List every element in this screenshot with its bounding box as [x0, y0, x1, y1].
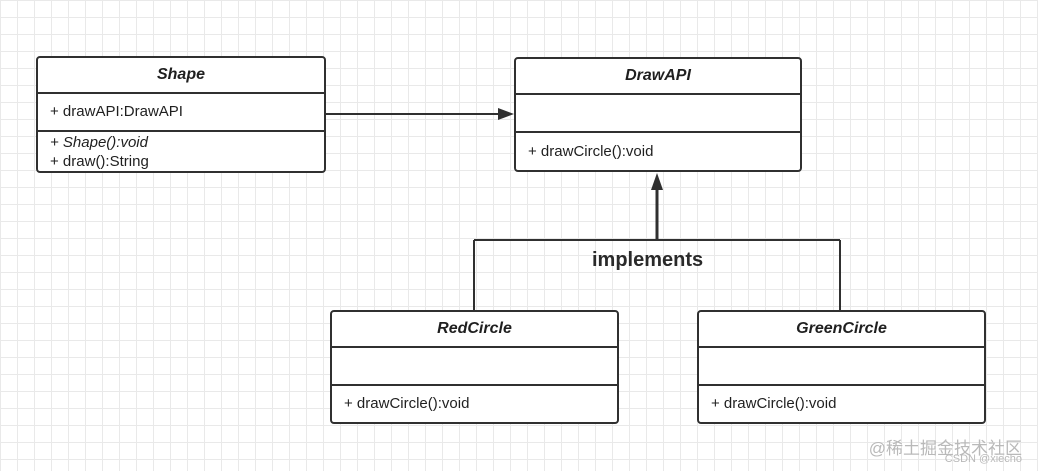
- method-item: + drawCircle():void: [344, 395, 470, 412]
- class-name: GreenCircle: [699, 312, 984, 348]
- class-methods: + drawCircle():void: [332, 386, 617, 422]
- class-methods: + drawCircle():void: [516, 133, 800, 170]
- class-attributes: [332, 348, 617, 386]
- method-item: + Shape():void: [50, 134, 148, 151]
- association-arrowhead: [498, 108, 514, 120]
- class-name: Shape: [38, 58, 324, 94]
- class-redcircle[interactable]: RedCircle + drawCircle():void: [330, 310, 619, 424]
- class-attributes: [516, 95, 800, 133]
- method-item: + draw():String: [50, 153, 149, 170]
- attribute-item: + drawAPI:DrawAPI: [50, 103, 183, 120]
- class-methods: + Shape():void + draw():String: [38, 132, 324, 171]
- watermark-site: @稀土掘金技术社区: [868, 439, 1022, 458]
- class-shape[interactable]: Shape + drawAPI:DrawAPI + Shape():void +…: [36, 56, 326, 173]
- implements-label: implements: [592, 249, 704, 271]
- class-attributes: + drawAPI:DrawAPI: [38, 94, 324, 132]
- class-attributes: [699, 348, 984, 386]
- class-drawapi[interactable]: DrawAPI + drawCircle():void: [514, 57, 802, 172]
- class-name: DrawAPI: [516, 59, 800, 95]
- class-greencircle[interactable]: GreenCircle + drawCircle():void: [697, 310, 986, 424]
- method-item: + drawCircle():void: [528, 143, 654, 160]
- watermark-author: CSDN @xiecho: [944, 453, 1022, 465]
- method-item: + drawCircle():void: [711, 395, 837, 412]
- class-name: RedCircle: [332, 312, 617, 348]
- class-methods: + drawCircle():void: [699, 386, 984, 422]
- implements-arrowhead: [651, 173, 663, 190]
